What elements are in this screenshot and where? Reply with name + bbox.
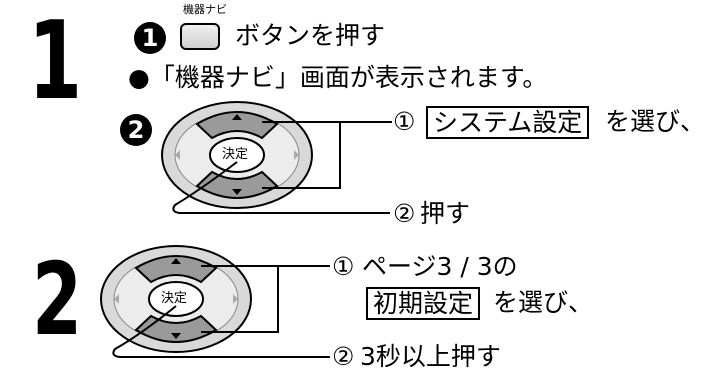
down-arrow-key <box>195 170 279 199</box>
enter-key-label-1: 決定 <box>222 147 249 162</box>
step1-result-text: ●「機器ナビ」画面が表示されます。 <box>128 63 548 92</box>
remote-pad-1 <box>161 101 313 209</box>
step2-callout2-marker: ② <box>332 342 355 371</box>
device-nav-button-icon <box>180 23 220 50</box>
step-number-1: 1 <box>28 0 83 124</box>
up-arrow-key <box>195 111 279 140</box>
step1-callout1-suffix: を選び、 <box>605 107 706 136</box>
step2-callout1-setting: 初期設定 <box>366 287 481 320</box>
step2-callout2-text: 3秒以上押す <box>360 342 501 371</box>
step2-callout1-suffix: を選び、 <box>493 288 594 317</box>
substep-marker-1: 1 <box>134 22 166 54</box>
step2-callout1-text: ページ3 / 3の <box>362 252 518 281</box>
step1-callout2-marker: ② <box>393 199 416 228</box>
button-caption: 機器ナビ <box>183 3 227 16</box>
step-number-2: 2 <box>32 241 83 358</box>
step1-action-text: ボタンを押す <box>235 21 386 50</box>
step1-callout2-text: 押す <box>420 199 471 228</box>
step1-callout1-setting: システム設定 <box>426 106 590 139</box>
substep-marker-2: 2 <box>120 114 152 146</box>
step1-callout1-marker: ① <box>393 107 416 136</box>
step2-callout1-marker: ① <box>332 252 355 281</box>
enter-key-label-2: 決定 <box>161 291 188 306</box>
